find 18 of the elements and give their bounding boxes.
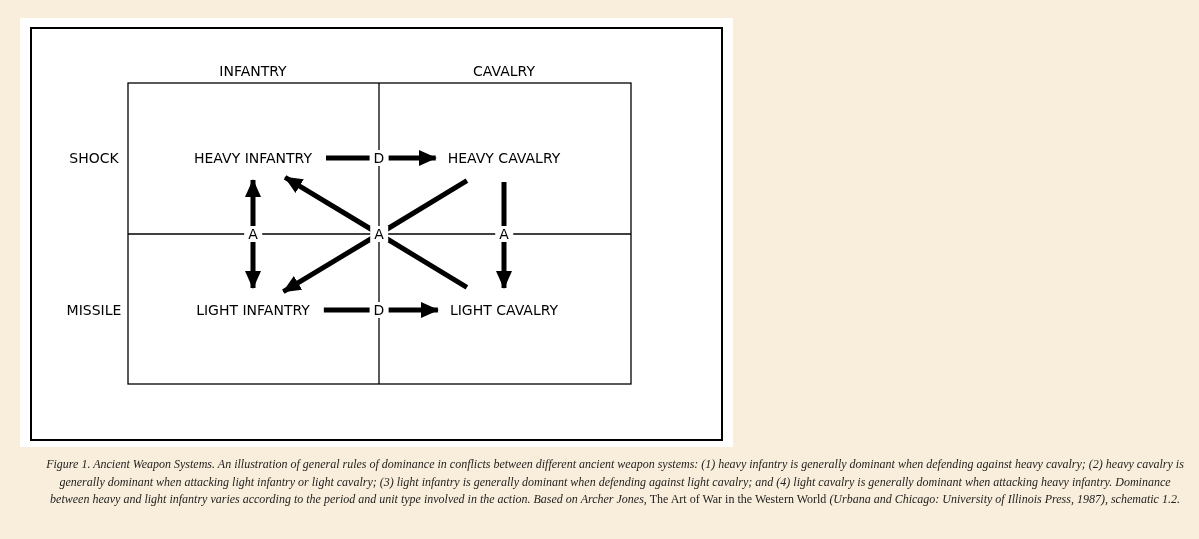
edge-label: A	[244, 226, 262, 242]
arrow	[496, 182, 512, 289]
edge-label: D	[369, 302, 389, 318]
row-header: MISSILE	[66, 302, 122, 318]
row-header: SHOCK	[69, 150, 119, 166]
figure-caption: Figure 1. Ancient Weapon Systems. An illustration of general rules of dominance in conflicts between different ancient weapon systems: (1) heavy infantry is generally dominant when defending against heavy cavalry; (2) heavy cavalry is generally dominant when attacking light infantry or light cavalry; (3) light infantry is generally dominant when defending against light cavalry; and (4) light cavalry is generally dominant when attacking heavy infantry. Dominance between heavy and light infantry varies according to the period and unit type involved in the action. Based on Archer Jones, The Art of War in the Western World (Urbana and Chicago: University of Illinois Press, 1987), schematic 1.2.	[45, 456, 1185, 508]
unit-type-label: HEAVY CAVALRY	[447, 150, 561, 166]
edge-label: D	[369, 150, 389, 166]
unit-type-label: HEAVY INFANTRY	[194, 150, 312, 166]
arrow	[326, 150, 437, 166]
edge-label: A	[495, 226, 513, 242]
column-header: CAVALRY	[473, 63, 535, 79]
column-header: INFANTRY	[219, 63, 287, 79]
arrow	[323, 302, 439, 318]
edge-label: A	[370, 226, 388, 242]
unit-type-label: LIGHT CAVALRY	[449, 302, 559, 318]
arrow	[245, 179, 261, 289]
unit-type-label: LIGHT INFANTRY	[196, 302, 310, 318]
